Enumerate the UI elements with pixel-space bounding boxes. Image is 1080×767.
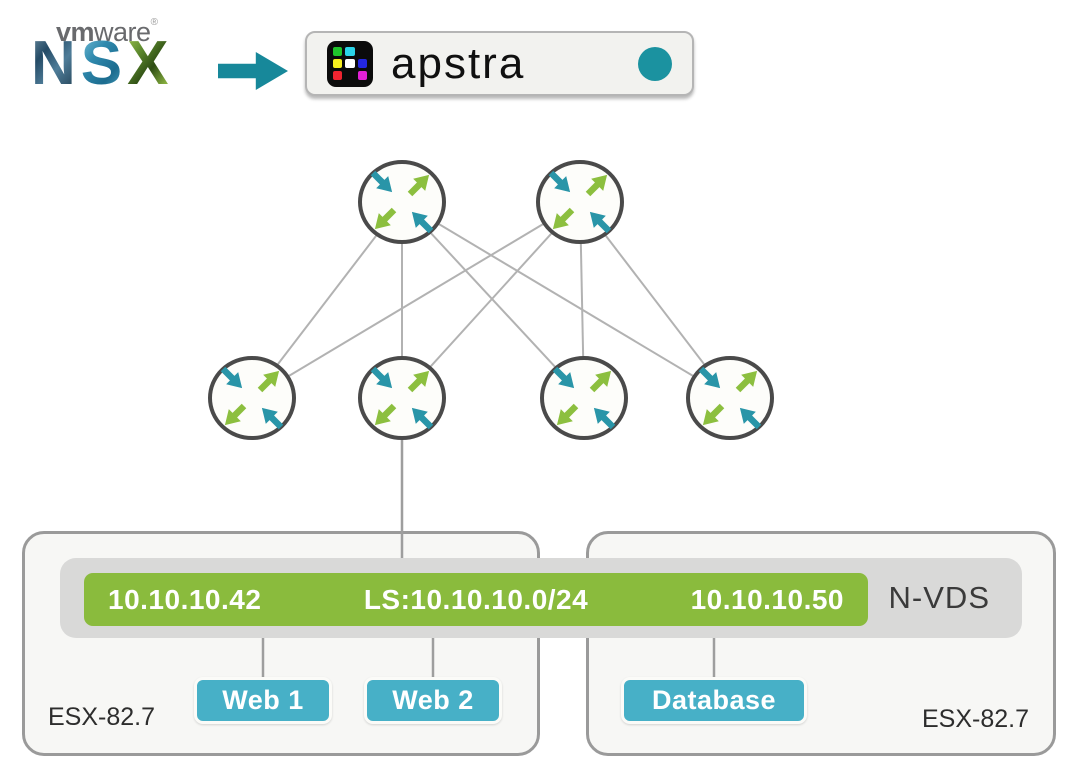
apstra-grid-cell [333,71,343,81]
vmware-vm-text: vm [56,17,95,47]
nsx-letter-n: N [31,29,81,98]
link-spine-2-leaf-3 [579,201,585,399]
apstra-grid-cell [345,46,355,56]
nsx-letter-x: X [127,29,174,98]
link-spine-1-leaf-1 [251,201,403,399]
apstra-wordmark: apstra [391,38,526,88]
vnic-ip-left: 10.10.10.42 [108,583,262,615]
apstra-logo-icon [327,40,373,87]
logical-switch-bar: 10.10.10.42 LS:10.10.10.0/24 10.10.10.50 [84,573,868,626]
apstra-grid-cell [333,46,343,56]
esx-label-right: ESX-82.7 [922,705,1030,733]
link-spine-2-leaf-1 [251,201,581,399]
router-node-spine-1 [358,160,446,244]
esx-label-left: ESX-82.7 [48,703,156,731]
logical-switch-label: LS:10.10.10.0/24 [363,583,589,615]
apstra-grid-cell [357,71,367,81]
apstra-panel: apstra [305,31,694,96]
nsx-letter-s: S [80,29,128,98]
link-spine-2-leaf-2 [401,201,581,399]
router-node-leaf-4 [686,356,774,440]
apstra-grid-cell [357,58,367,69]
apstra-grid-cell [345,58,355,69]
right-arrow-icon [218,52,288,90]
registered-mark: ® [150,17,158,28]
router-node-spine-2 [536,160,624,244]
apstra-grid-cell [358,47,367,56]
nsx-logo: NSX [31,33,174,95]
router-node-leaf-1 [208,356,296,440]
vmware-brand-text: vmware® [56,17,158,48]
vmware-ware-text: ware [94,17,151,47]
vnic-ip-right: 10.10.10.50 [690,583,844,615]
nvds-label: N-VDS [888,580,990,615]
status-dot-icon [638,46,672,81]
router-node-leaf-3 [540,356,628,440]
vm-web2: Web 2 [364,677,502,724]
link-spine-1-leaf-4 [401,201,731,399]
link-spine-1-leaf-3 [401,201,585,399]
apstra-grid-cell [345,71,354,80]
link-spine-2-leaf-4 [579,201,731,399]
router-node-leaf-2 [358,356,446,440]
vm-web1: Web 1 [194,677,332,724]
apstra-grid-cell [333,58,343,69]
vm-database: Database [621,677,807,724]
